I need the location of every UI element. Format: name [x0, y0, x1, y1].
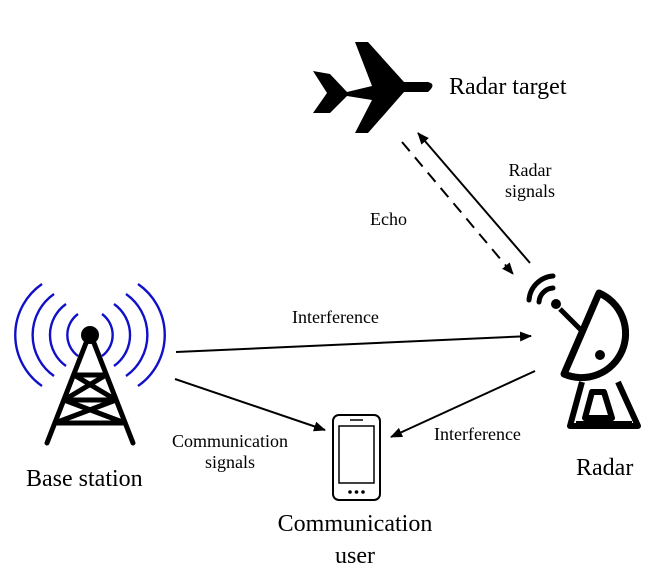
radar-signals-arrow [417, 132, 531, 264]
radar-signals-label: Radar signals [495, 160, 565, 202]
radar-waves-icon [526, 273, 556, 305]
interference-radar-user-label: Interference [434, 424, 521, 444]
interference-bs-radar-arrow [175, 331, 532, 353]
communication-signals-arrow [174, 378, 326, 432]
base-station-label: Base station [26, 466, 143, 492]
radar-label: Radar [576, 455, 634, 481]
interference-bs-radar-label: Interference [292, 307, 379, 327]
airplane-icon [313, 42, 433, 133]
communication-user-label: Communication user [250, 508, 460, 572]
communication-signals-label-line1: Communication [172, 431, 288, 451]
communication-signals-label-line2: signals [204, 452, 255, 472]
radar-target-label: Radar target [449, 74, 567, 100]
echo-arrow [401, 141, 514, 275]
radar-signals-label-line2: signals [504, 181, 555, 201]
smartphone-icon [332, 414, 381, 501]
communication-user-label-line2: user [335, 543, 375, 569]
radar-signals-label-line1: Radar [508, 160, 552, 180]
communication-user-label-line1: Communication [277, 511, 433, 537]
radar-dish-icon [526, 273, 641, 429]
interference-radar-user-arrow [390, 370, 536, 438]
radio-waves-icon [14, 283, 166, 387]
communication-signals-label: Communication signals [155, 431, 305, 473]
base-station-tower-icon [14, 283, 166, 446]
echo-label: Echo [370, 209, 407, 229]
